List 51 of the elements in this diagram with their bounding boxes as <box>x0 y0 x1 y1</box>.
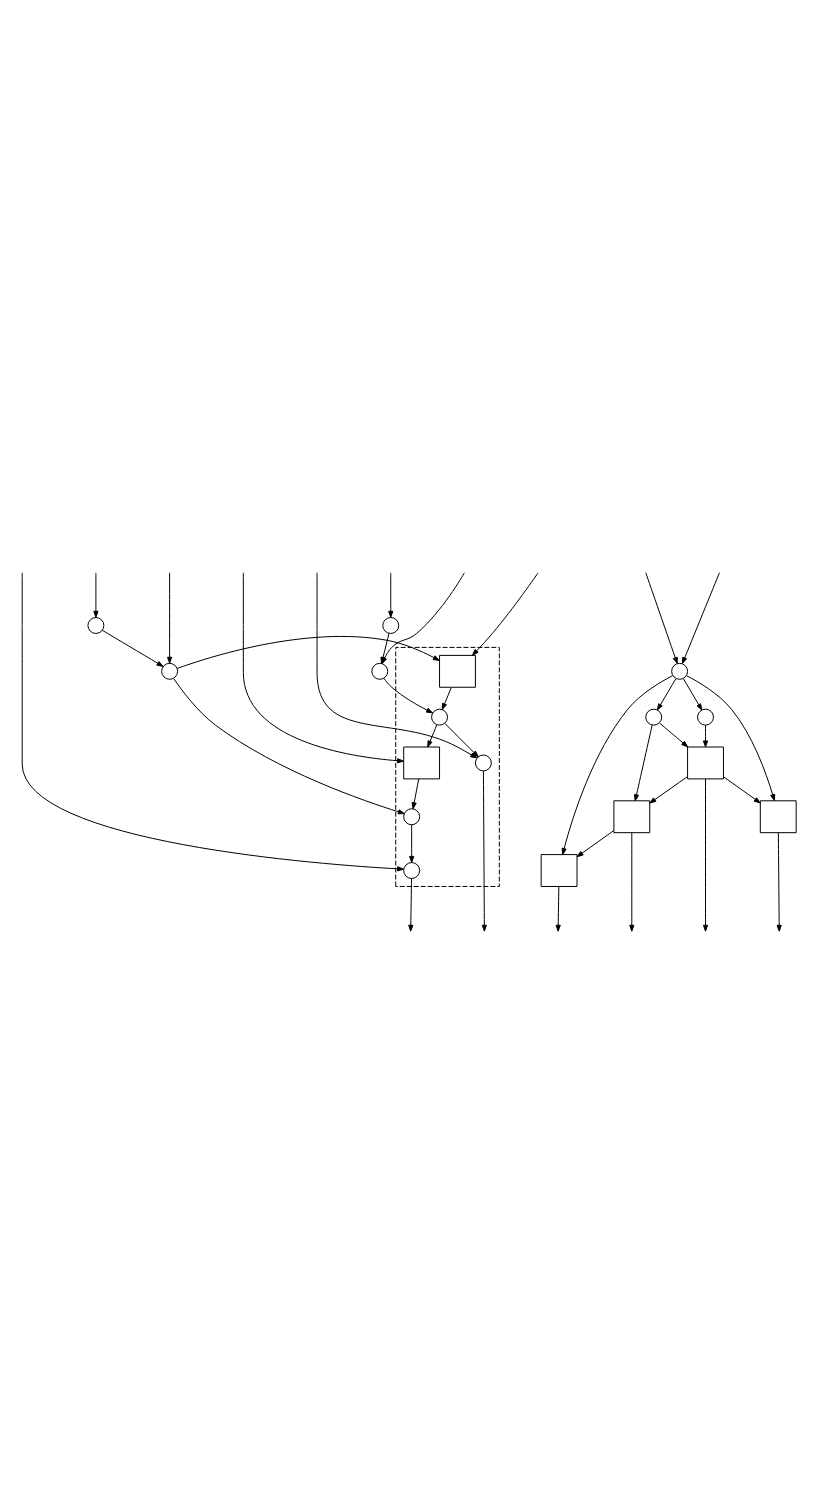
arrow <box>411 777 420 809</box>
arrow <box>659 721 689 747</box>
arrow <box>101 628 164 666</box>
node-box <box>540 853 578 886</box>
arrow <box>555 885 561 931</box>
arrow <box>316 571 479 758</box>
arrow <box>629 831 635 931</box>
arrow <box>681 571 720 663</box>
arrow <box>723 775 761 803</box>
node-box <box>613 799 651 833</box>
arrow <box>408 877 414 931</box>
arrow <box>173 677 405 814</box>
node-circle <box>161 661 179 679</box>
arrow <box>576 829 615 857</box>
arrow <box>633 723 653 801</box>
node-box <box>439 653 476 687</box>
node-circle <box>403 807 421 825</box>
arrow <box>441 686 452 710</box>
arrow <box>702 777 709 931</box>
arrow <box>409 823 415 862</box>
node-box <box>687 745 724 779</box>
arrow <box>471 571 539 655</box>
arrow <box>686 674 776 801</box>
node-circle <box>671 661 689 679</box>
node-circle <box>371 661 389 679</box>
arrow <box>561 674 674 854</box>
arrow <box>167 571 173 663</box>
arrow <box>481 769 487 931</box>
node-circle <box>87 616 105 633</box>
arrow <box>702 723 709 747</box>
arrow <box>649 775 688 803</box>
node-circle <box>474 753 492 771</box>
node-circle <box>645 707 663 725</box>
arrow <box>682 677 703 710</box>
node-circle <box>431 707 449 725</box>
arrow <box>93 571 99 617</box>
node-circle <box>697 707 714 725</box>
arrow <box>776 831 782 931</box>
arrow <box>21 571 405 871</box>
arrow <box>656 677 677 710</box>
arrow <box>388 571 394 617</box>
arrow <box>427 723 438 747</box>
node-circle <box>382 616 400 633</box>
node-circle <box>403 861 421 878</box>
arrow <box>645 571 678 663</box>
node-box <box>759 799 797 833</box>
arrow <box>383 676 434 713</box>
arrow <box>444 722 479 758</box>
node-box <box>403 745 441 779</box>
arrow <box>242 571 405 763</box>
arrow <box>176 634 440 668</box>
